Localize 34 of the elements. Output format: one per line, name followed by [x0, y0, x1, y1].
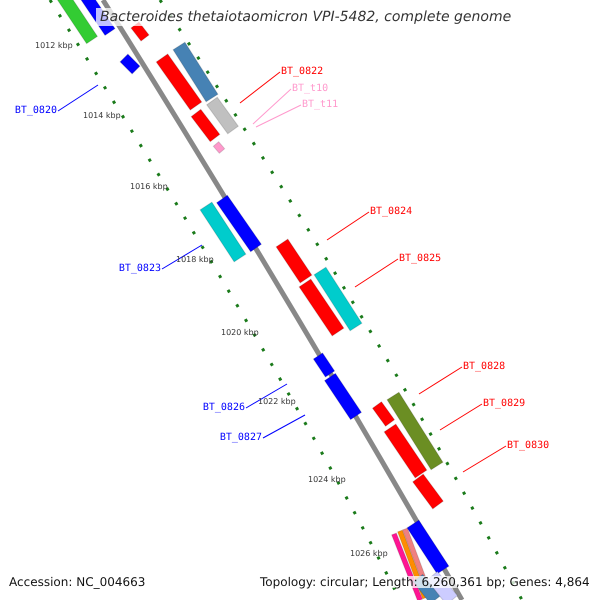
leader-line [462, 446, 506, 472]
tick-label: 1024 kbp [308, 476, 346, 484]
footer-text: Topology: circular; Length: 6,260,361 bp; Genes: 4,864 [260, 576, 590, 588]
leader-line [326, 212, 370, 240]
footer-text: Accession: NC_004663 [9, 576, 146, 588]
leader-line [58, 84, 98, 112]
leader-line [246, 384, 288, 408]
tick-label: 1026 kbp [350, 550, 388, 558]
tick-label: 1016 kbp [130, 183, 168, 191]
tick-label: 1022 kbp [258, 398, 296, 406]
tick-label: 1018 kbp [176, 256, 214, 264]
leader-line [162, 244, 202, 270]
leader-line [240, 72, 280, 104]
leader-line [354, 258, 398, 288]
gene-label: BT_t11 [302, 100, 338, 110]
leader-line [256, 104, 302, 128]
leader-line [262, 414, 306, 438]
gene-label: BT_0827 [220, 433, 262, 443]
gene-label: BT_0825 [399, 254, 442, 264]
gene-label: BT_0829 [483, 399, 526, 409]
tick-label: 1020 kbp [221, 329, 259, 337]
gene-label: BT_0824 [370, 207, 412, 217]
leader-line [440, 404, 482, 430]
leader-line [418, 366, 462, 394]
gene-label: BT_0826 [202, 403, 245, 413]
gene-label: BT_0823 [118, 264, 161, 274]
tick-label: 1014 kbp [83, 112, 121, 120]
gene-label: BT_t10 [292, 84, 328, 94]
leader-line [252, 88, 292, 124]
gene-label: BT_0830 [507, 441, 550, 451]
gene-label: BT_0828 [463, 362, 506, 372]
tick-label: 1012 kbp [35, 42, 73, 50]
gene-label: BT_0820 [14, 106, 57, 116]
gene-label: BT_0822 [281, 67, 324, 77]
